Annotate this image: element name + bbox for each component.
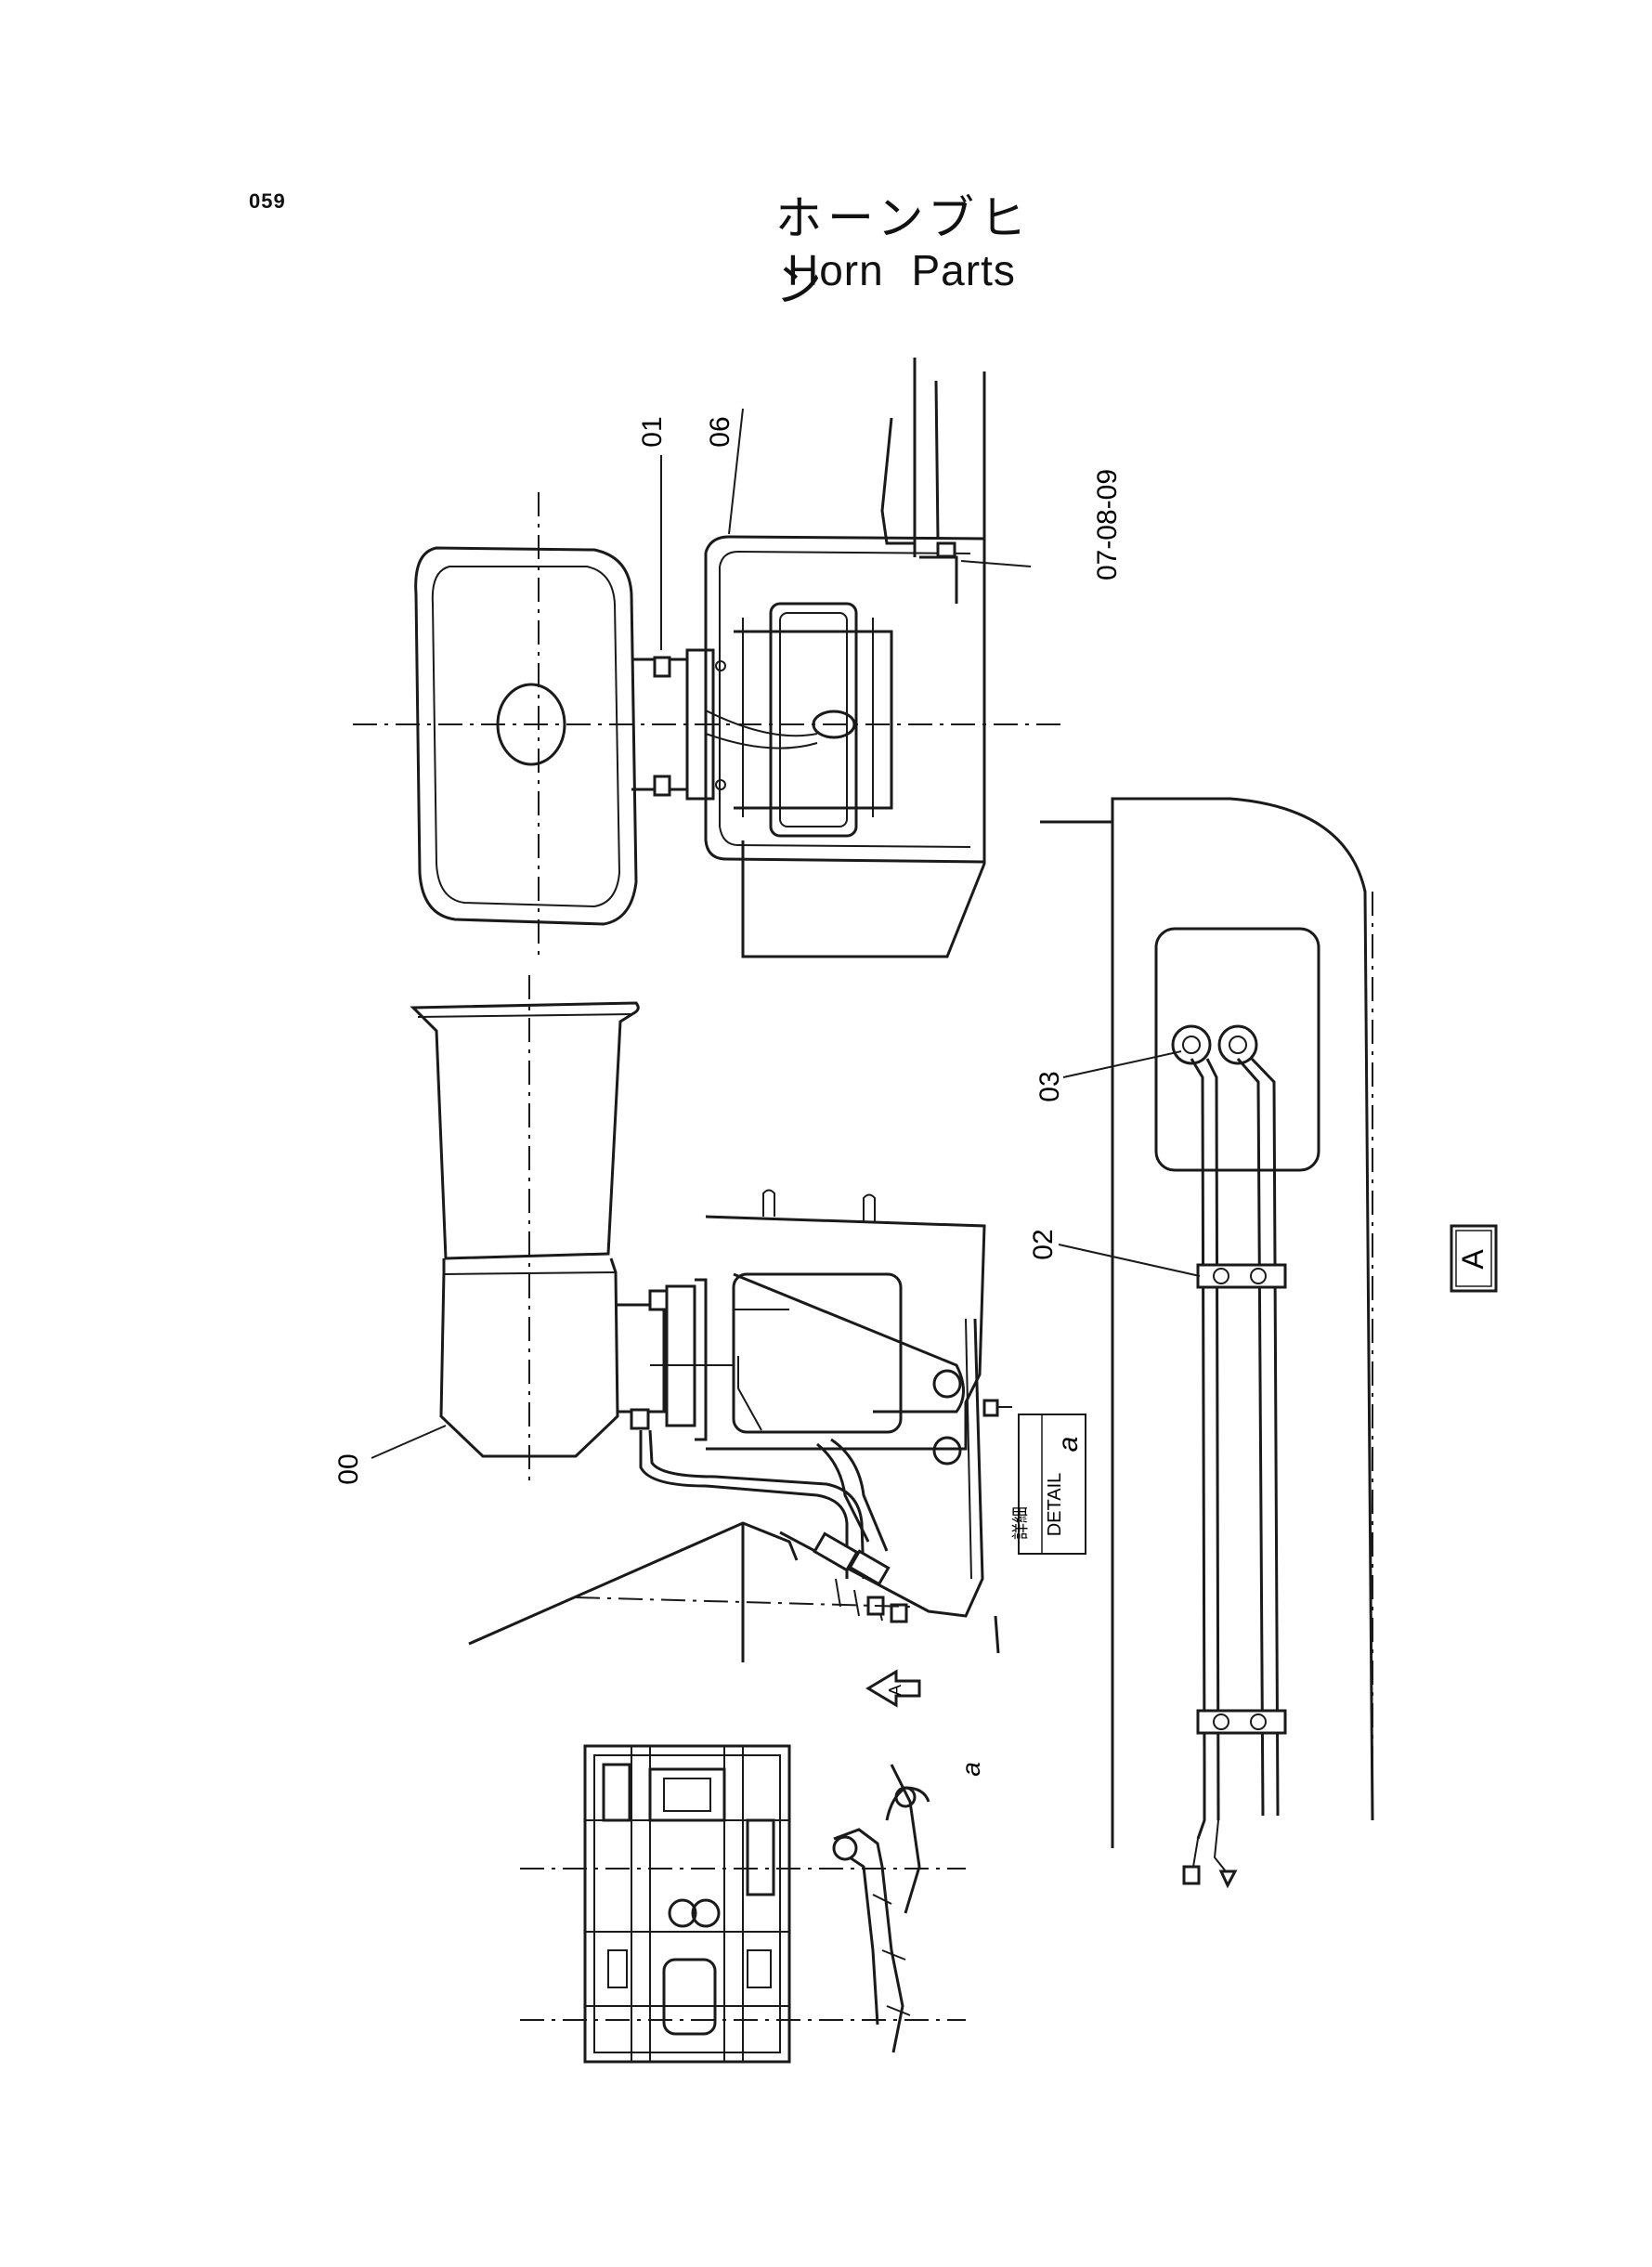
view-a-arrow: A <box>865 1669 921 1708</box>
detail-a-label: 詳細 DETAIL a <box>1011 1414 1086 1555</box>
callout-07-08-09: 07-08-09 <box>1092 469 1123 580</box>
page-number: 059 <box>249 189 286 213</box>
title-english: Horn Parts <box>787 246 1016 294</box>
side-view-horn <box>371 975 1012 1662</box>
callout-02: 02 <box>1028 1229 1059 1259</box>
callout-06: 06 <box>705 416 735 447</box>
view-a-wiring-panel <box>1040 797 1374 1889</box>
callout-00: 00 <box>333 1453 364 1484</box>
view-a-box: A <box>1450 1224 1498 1293</box>
frame-detail-mark: a <box>956 1762 985 1777</box>
detail-letter: a <box>1053 1437 1084 1453</box>
machine-frame-overview <box>520 1744 966 2064</box>
top-view-horn-assembly <box>353 358 1068 958</box>
title-japanese: ホーンブヒン <box>775 192 1032 311</box>
callout-01: 01 <box>637 416 668 447</box>
detail-jp-label: 詳細 <box>1011 1506 1030 1540</box>
callout-03: 03 <box>1034 1071 1065 1101</box>
view-a-arrow-letter: A <box>886 1685 904 1696</box>
detail-en-label: DETAIL <box>1045 1473 1065 1537</box>
view-a-box-letter: A <box>1456 1249 1489 1270</box>
